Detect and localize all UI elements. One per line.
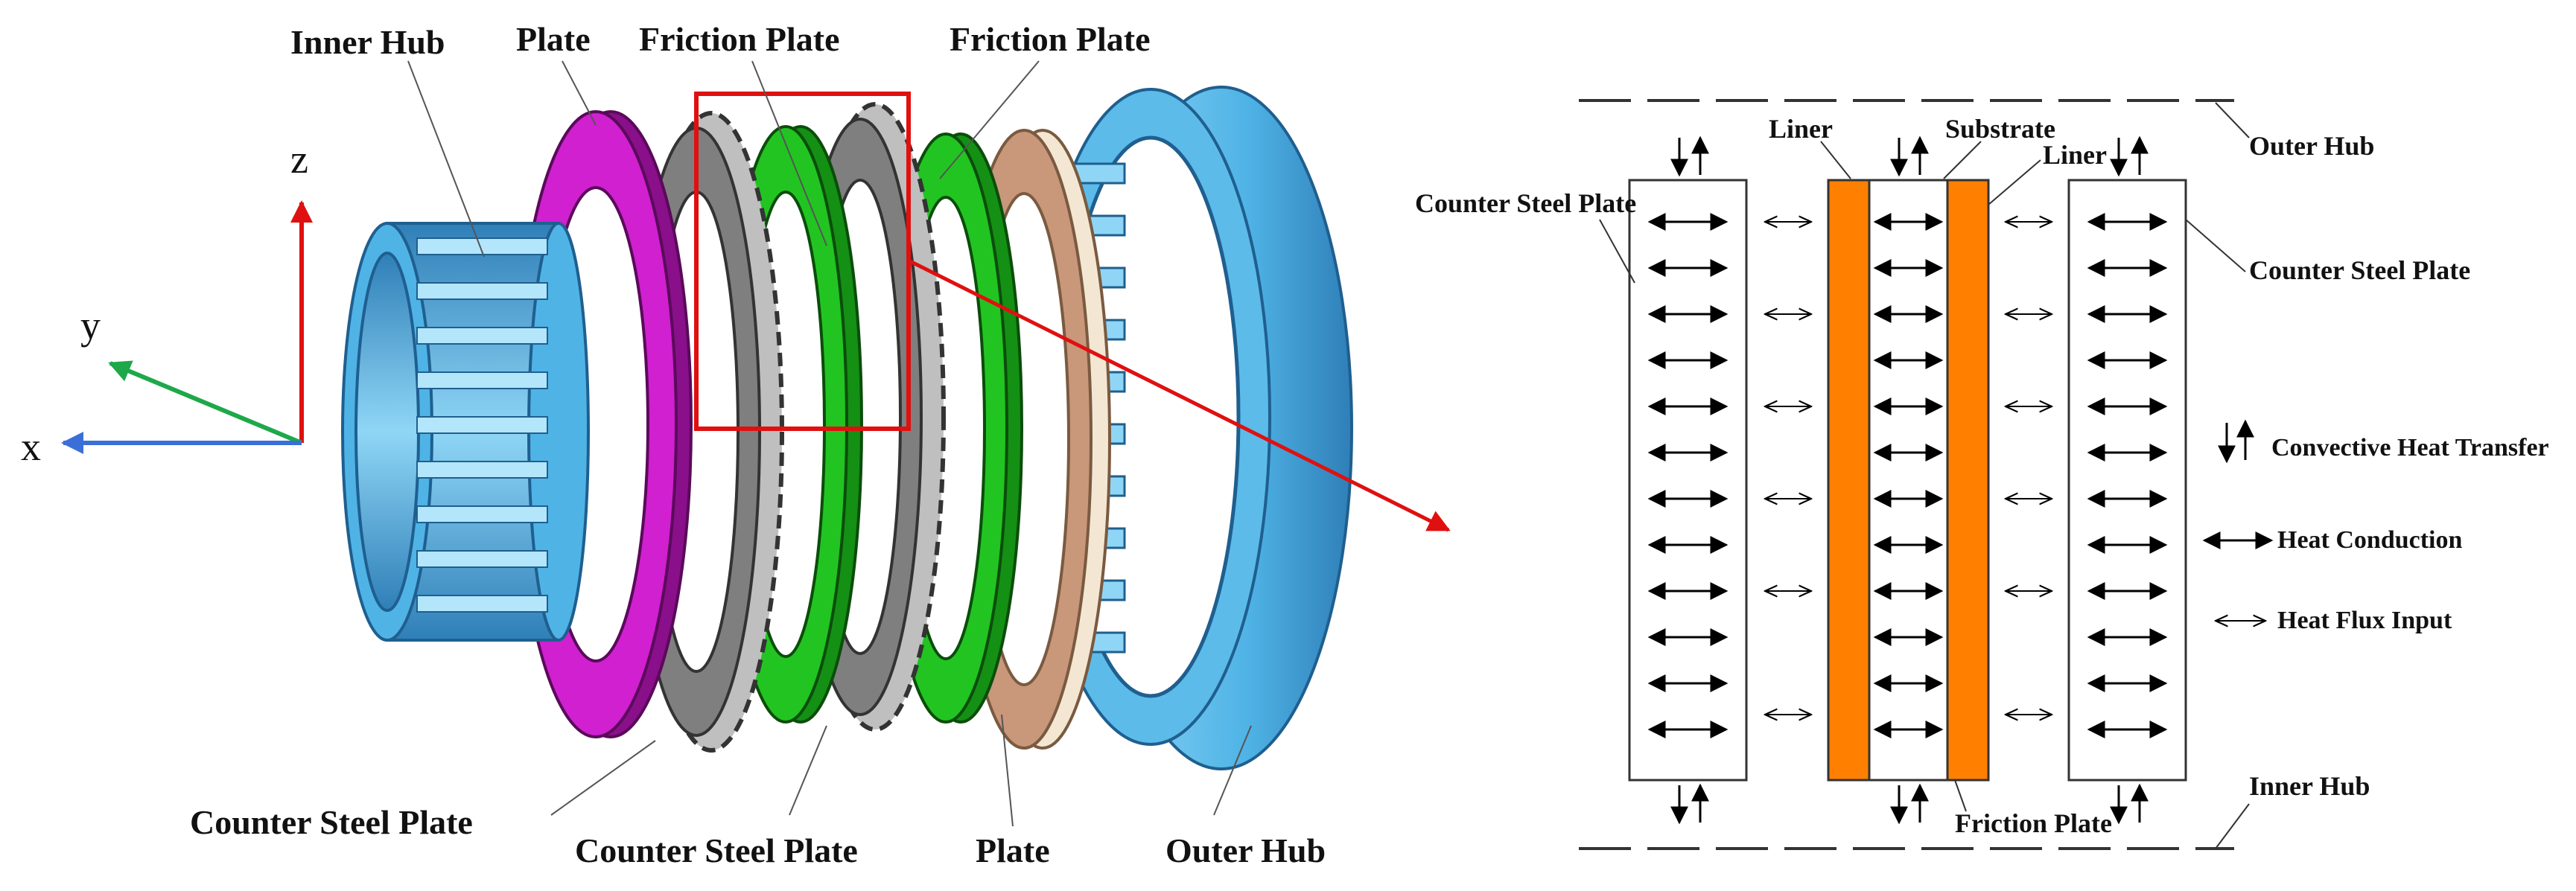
conduction-arrows <box>1647 213 2168 738</box>
label-plate-bottom: Plate <box>976 831 1050 869</box>
leader-lines <box>407 60 1252 827</box>
legend: Convective Heat Transfer Heat Conduction… <box>2202 419 2549 634</box>
label-plate-top: Plate <box>516 20 591 58</box>
liner-right-block <box>1946 179 1990 782</box>
inner-hub-splines <box>416 237 548 613</box>
label-outer-hub: Outer Hub <box>1165 831 1326 869</box>
axis-x-label: x <box>21 424 41 469</box>
flux-arrows <box>1765 222 2052 715</box>
assembly-view: z y x Inner Hub Plate Friction Plate Fri… <box>21 20 1451 869</box>
schematic-label-substrate: Substrate <box>1945 114 2055 144</box>
label-friction-plate-1: Friction Plate <box>639 20 840 58</box>
schematic-label-inner-hub: Inner Hub <box>2249 771 2370 801</box>
schematic-label-liner-right: Liner <box>2043 140 2107 170</box>
label-friction-plate-2: Friction Plate <box>950 20 1151 58</box>
counter-steel-plate-right-block <box>2067 179 2187 782</box>
axis-y-label: y <box>80 303 101 348</box>
counter-steel-plate-left-block <box>1628 179 1748 782</box>
schematic-leaders <box>1599 102 2250 849</box>
zoom-arrow <box>907 258 1451 532</box>
schematic-label-outer-hub: Outer Hub <box>2249 131 2374 161</box>
inner-hub-part <box>341 222 590 642</box>
schematic-label-friction-plate: Friction Plate <box>1955 808 2112 838</box>
legend-conduction-label: Heat Conduction <box>2277 526 2463 554</box>
legend-convective-label: Convective Heat Transfer <box>2271 434 2549 462</box>
legend-flux-label: Heat Flux Input <box>2277 607 2452 634</box>
label-counter-steel-plate-2: Counter Steel Plate <box>575 831 858 869</box>
axis-y-line <box>108 360 303 445</box>
coordinate-axes: z y x <box>21 137 313 469</box>
legend-convective-icon <box>2218 419 2254 464</box>
label-inner-hub: Inner Hub <box>290 23 445 61</box>
liner-left-block <box>1827 179 1871 782</box>
convection-arrows <box>1670 135 2149 825</box>
thermal-schematic: Outer Hub Liner Substrate Liner Counter … <box>1415 99 2549 850</box>
schematic-label-counter-steel-plate-left: Counter Steel Plate <box>1415 188 1636 218</box>
substrate-block <box>1868 179 1949 782</box>
axis-z-label: z <box>290 137 308 182</box>
label-counter-steel-plate-1: Counter Steel Plate <box>190 803 473 841</box>
schematic-label-liner-left: Liner <box>1769 114 1833 144</box>
schematic-label-counter-steel-plate-right: Counter Steel Plate <box>2249 255 2470 285</box>
